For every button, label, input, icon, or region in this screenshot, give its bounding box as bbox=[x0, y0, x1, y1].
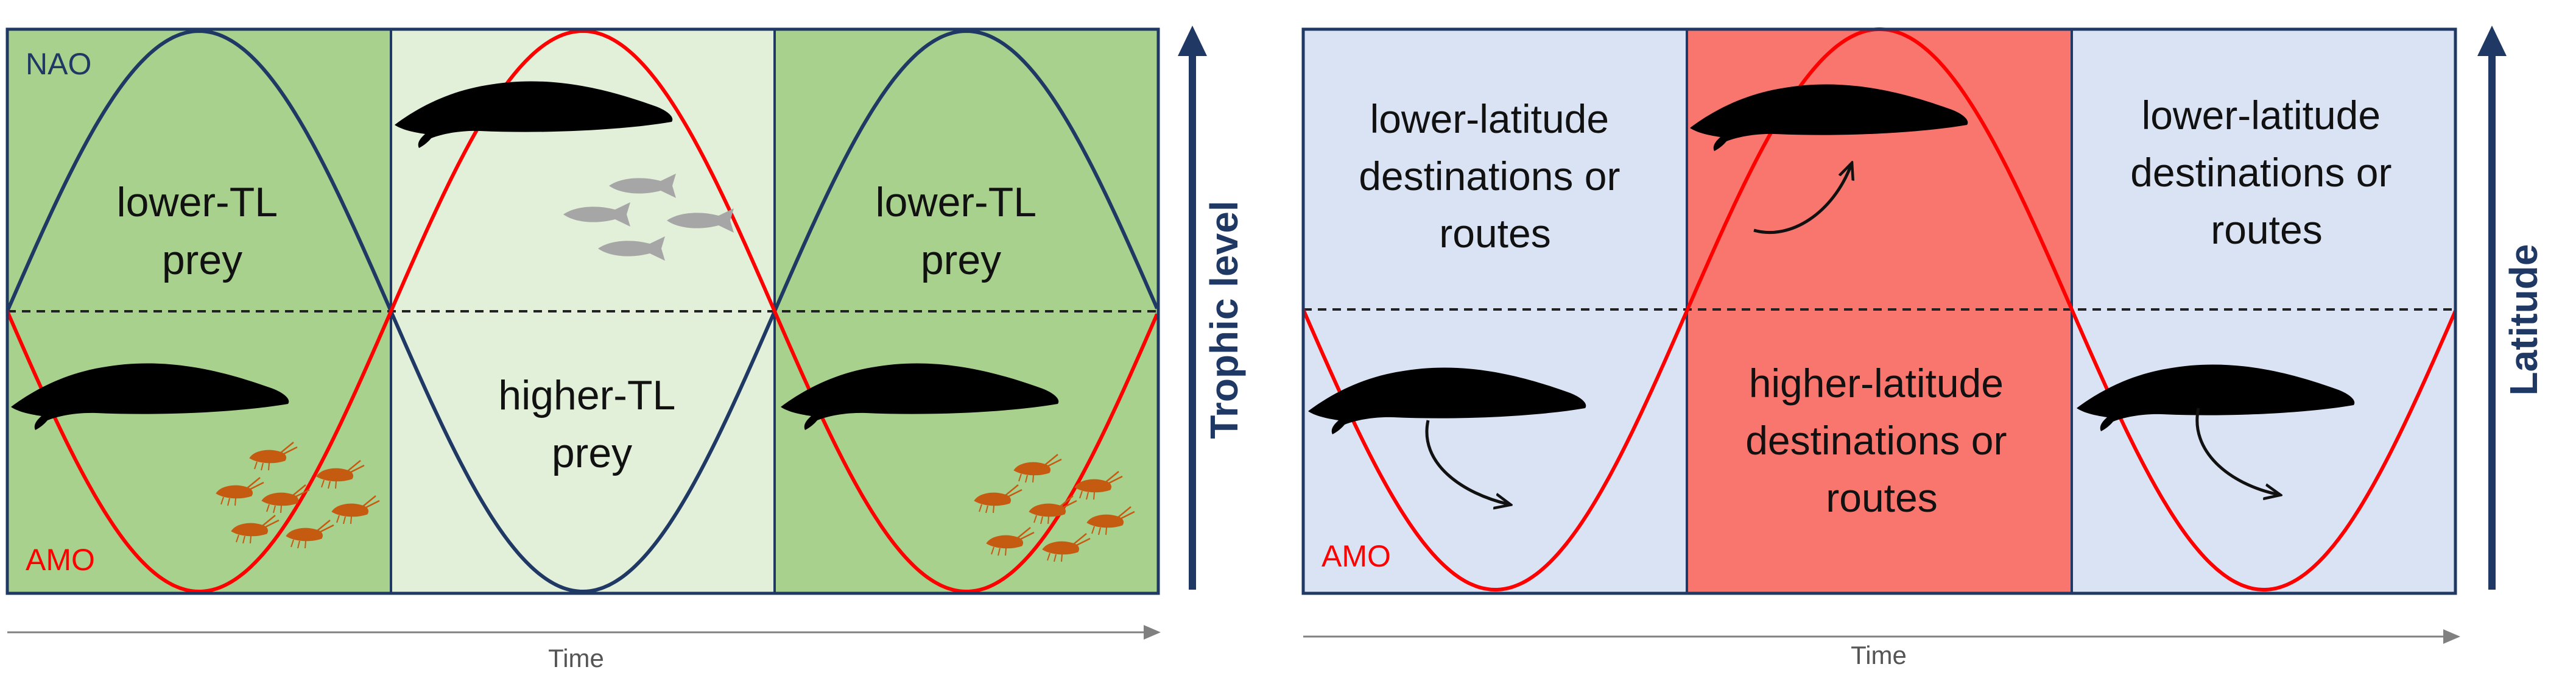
southward-arrow-icon bbox=[2195, 408, 2279, 495]
right-frame bbox=[1301, 27, 2457, 595]
right-top-right-line1: lower-latitude bbox=[2142, 93, 2381, 138]
right-top-right-line2: destinations or bbox=[2130, 150, 2391, 195]
left-top-right-text: lower-TL prey bbox=[876, 179, 1047, 283]
latitude-arrowhead bbox=[2477, 26, 2507, 56]
latitude-label: Latitude bbox=[2502, 244, 2546, 396]
right-panel: AMO lower-latitude destinations or route… bbox=[1301, 26, 2546, 669]
left-top-right-line2: prey bbox=[921, 237, 1001, 283]
right-time-arrowhead bbox=[2443, 629, 2460, 644]
left-top-left-line1: lower-TL bbox=[117, 179, 277, 225]
southward-arrow-icon bbox=[1425, 420, 1509, 504]
right-middle-text: higher-latitude destinations or routes bbox=[1745, 361, 2018, 520]
left-amo-curve bbox=[5, 29, 1159, 594]
left-top-left-line2: prey bbox=[162, 237, 242, 283]
northward-arrow-icon bbox=[1753, 164, 1851, 235]
trophic-level-arrowhead bbox=[1178, 26, 1207, 56]
right-top-left-text: lower-latitude destinations or routes bbox=[1359, 96, 1631, 256]
left-time-arrowhead bbox=[1144, 625, 1161, 640]
right-middle-line1: higher-latitude bbox=[1749, 361, 2004, 406]
right-middle-line2: destinations or bbox=[1745, 418, 2007, 463]
right-time-label: Time bbox=[1851, 641, 1907, 669]
right-top-left-line3: routes bbox=[1439, 211, 1550, 256]
left-middle-line2: prey bbox=[552, 430, 632, 476]
right-top-right-line3: routes bbox=[2211, 207, 2322, 252]
right-top-right-text: lower-latitude destinations or routes bbox=[2130, 93, 2403, 252]
left-frame bbox=[5, 27, 1160, 595]
left-amo-label: AMO bbox=[26, 543, 95, 577]
left-time-label: Time bbox=[548, 644, 604, 673]
left-top-left-text: lower-TL prey bbox=[117, 179, 288, 283]
right-top-left-line1: lower-latitude bbox=[1370, 96, 1610, 141]
left-middle-line1: higher-TL bbox=[498, 372, 674, 418]
right-top-left-line2: destinations or bbox=[1359, 154, 1620, 199]
nao-curve bbox=[5, 29, 1159, 594]
left-middle-text: higher-TL prey bbox=[498, 372, 685, 476]
nao-label: NAO bbox=[26, 47, 91, 81]
left-top-right-line1: lower-TL bbox=[876, 179, 1036, 225]
trophic-level-label: Trophic level bbox=[1202, 200, 1246, 439]
right-middle-line3: routes bbox=[1826, 475, 1937, 520]
left-panel: NAO AMO lower-TL prey higher-TL prey low… bbox=[5, 26, 1246, 673]
right-amo-label: AMO bbox=[1321, 539, 1391, 573]
